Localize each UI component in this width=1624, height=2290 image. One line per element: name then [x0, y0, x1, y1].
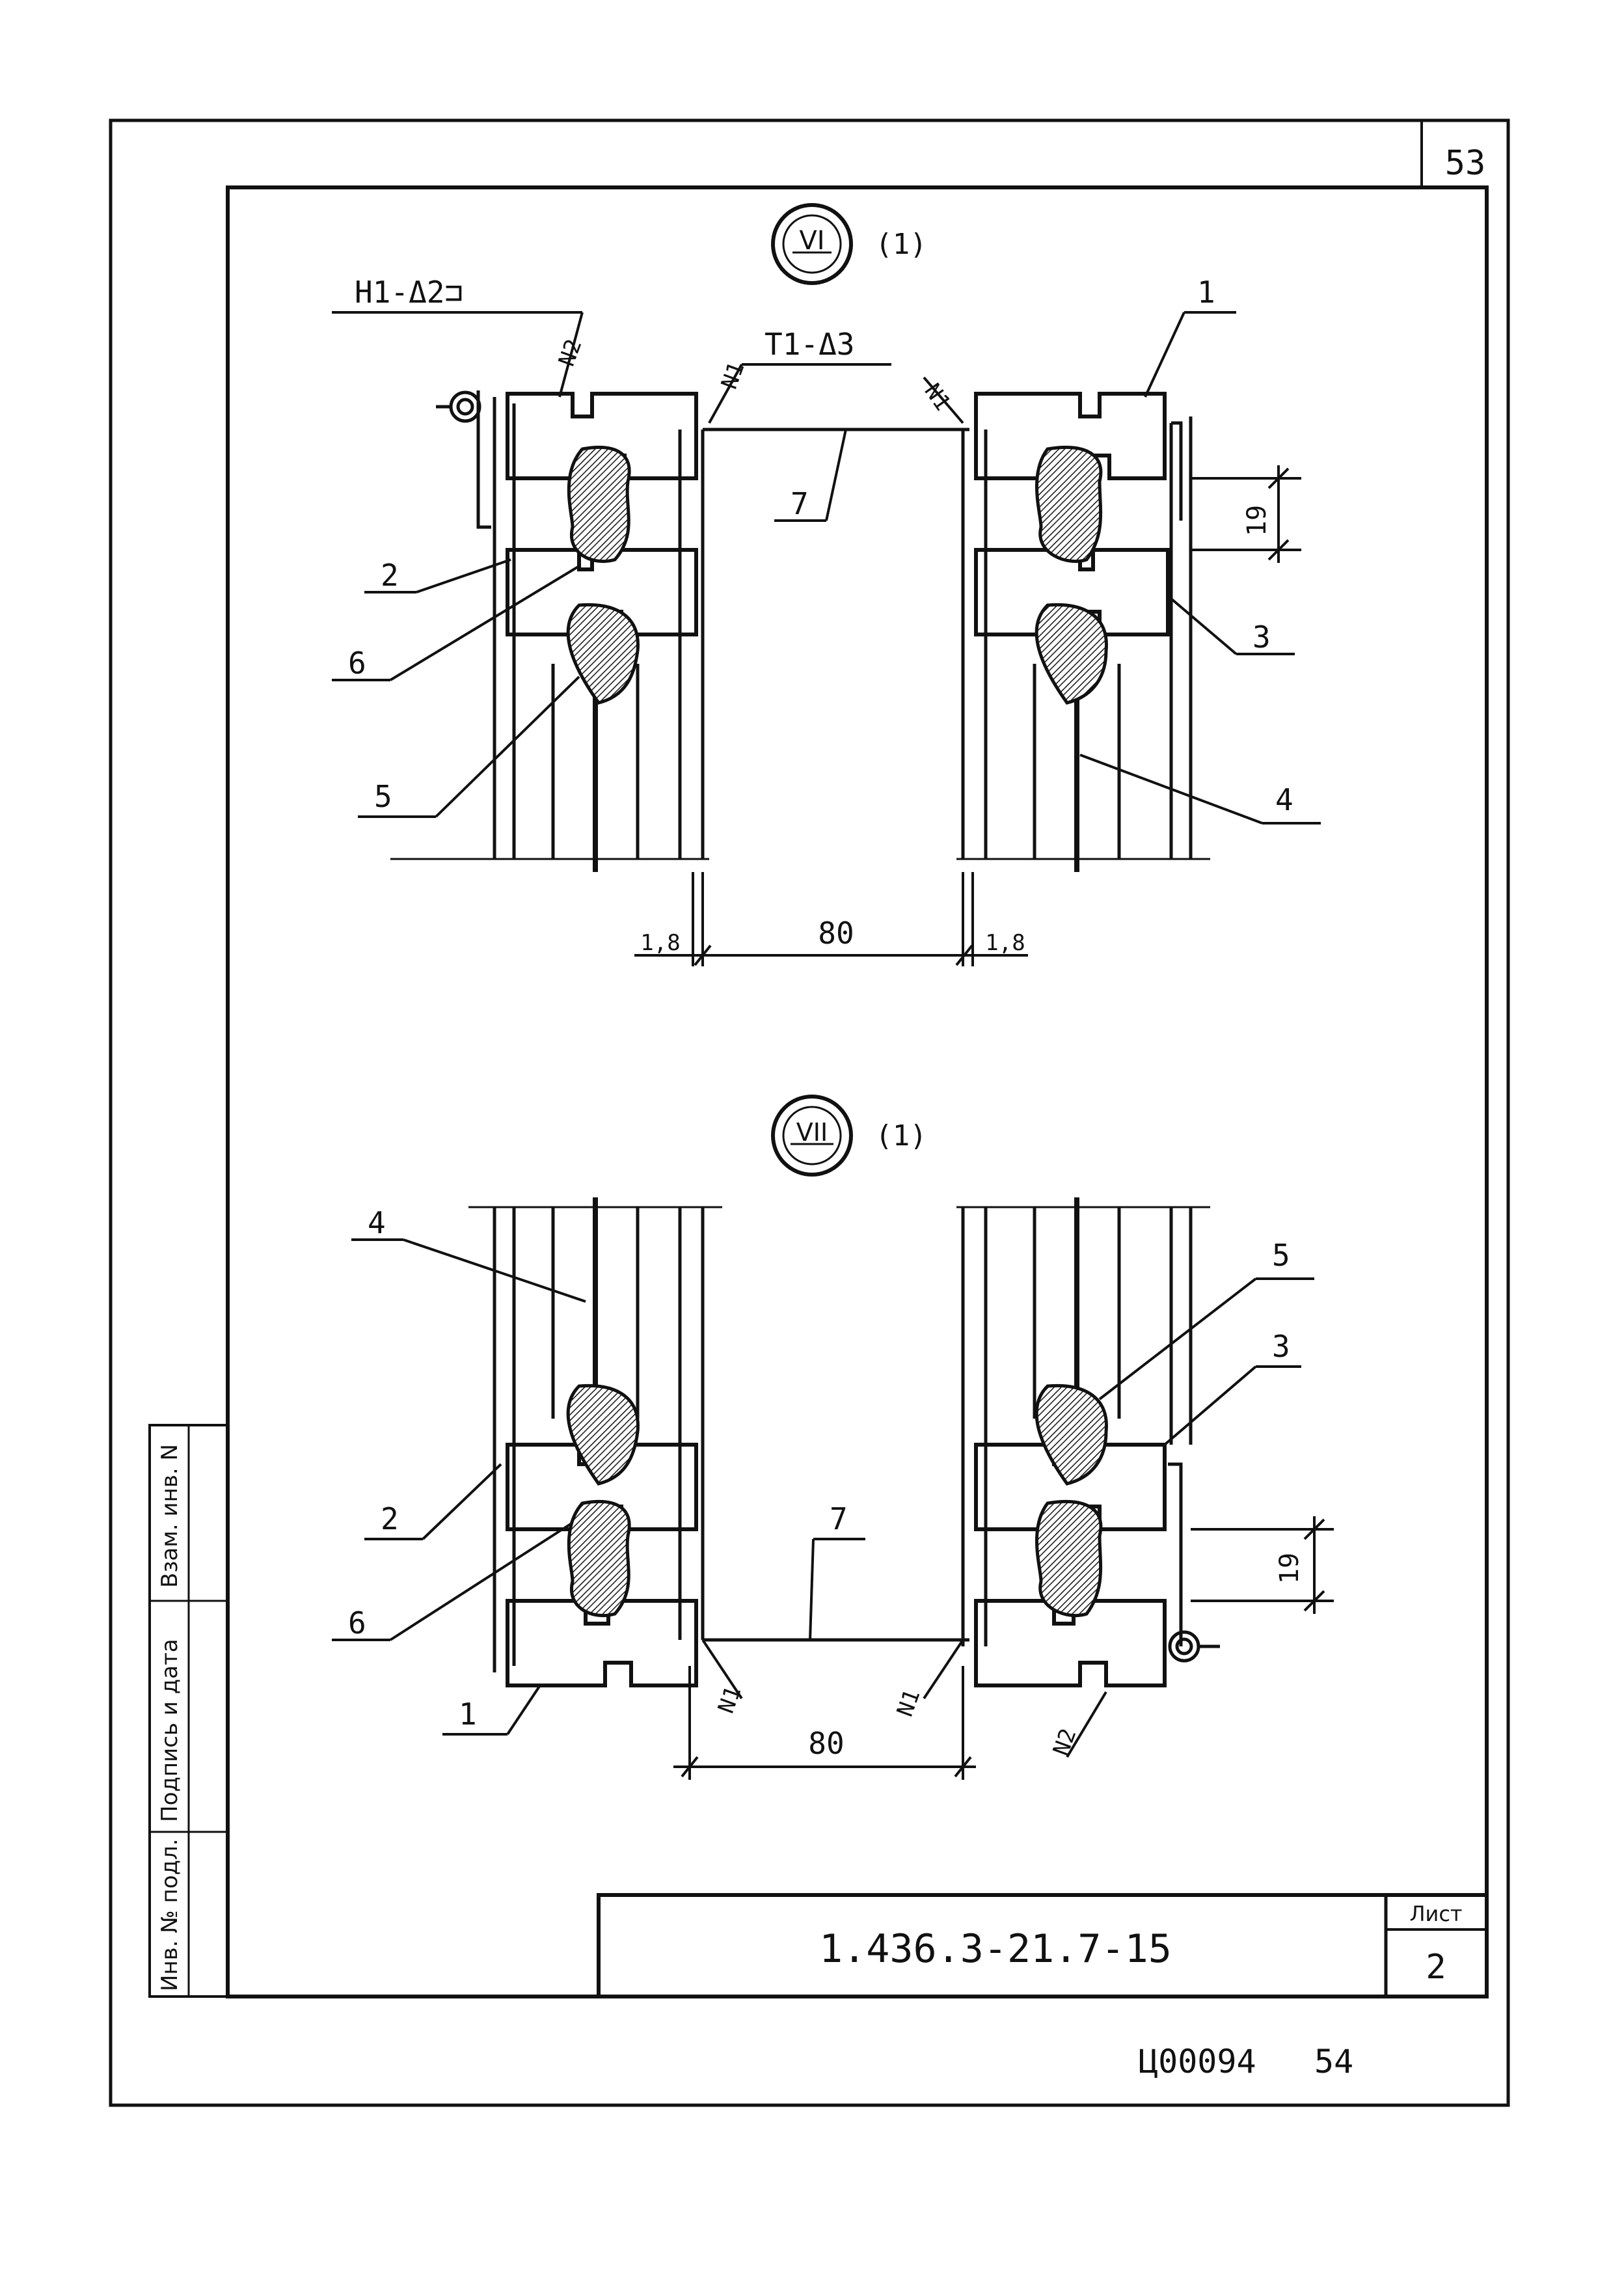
inner-frame: [226, 185, 1489, 1998]
dim-left-vi-label: 1,8: [640, 930, 680, 956]
stamp-sign-date: Подпись и дата: [157, 1639, 183, 1822]
callout-7-vii: 7: [830, 1501, 848, 1536]
callout-1-vii: 1: [459, 1697, 477, 1732]
callout-5-vii: 5: [1272, 1238, 1290, 1273]
detail-vii-ref: (1): [875, 1119, 927, 1152]
detail-vii-marker-inner: [782, 1106, 842, 1165]
callout-1-vi: 1: [1197, 275, 1215, 310]
dim-80-vi-label: 80: [818, 916, 854, 951]
callout-3-vi: 3: [1252, 620, 1271, 655]
weld-label-top-mid: Т1-Δ3: [765, 327, 854, 362]
dim-80-vi: [634, 872, 1028, 966]
page-number-box: 53: [1420, 120, 1486, 187]
detail-vii: VII (1): [332, 1095, 1334, 1780]
detail-vii-marker-label: VII: [796, 1118, 828, 1147]
detail-vii-marker-outer: [771, 1095, 853, 1177]
left-gasket-6: [567, 445, 631, 564]
weld-label-n1-vii-a: N1: [713, 1683, 747, 1717]
weld-label-n2-vi: N2: [554, 336, 588, 370]
weld-label-n2-vii: N2: [1048, 1725, 1082, 1759]
outer-frame: [109, 118, 1510, 2107]
dim-right-vi-label: 1,8: [985, 930, 1025, 956]
left-gasket-5-vii: [566, 1384, 640, 1486]
left-gasket-5: [566, 603, 640, 705]
dim-19-vii-label: 19: [1275, 1553, 1305, 1584]
dim-19-vi-label: 19: [1242, 505, 1272, 536]
dim-19-vi: [1191, 465, 1301, 563]
dim-80-vii: [673, 1666, 976, 1780]
stamp-replace-inv: Взам. инв. N: [157, 1444, 183, 1588]
left-gasket-6-vii: [567, 1499, 631, 1618]
dim-80-vii-label: 80: [808, 1726, 844, 1761]
callout-5-vi: 5: [374, 779, 392, 814]
left-frame-profile: [390, 390, 969, 872]
left-frame-profile-vii: [468, 1197, 969, 1687]
detail-vi-ref: (1): [875, 228, 927, 261]
callout-4-vi: 4: [1275, 782, 1293, 817]
stamp-inv-original: Инв. № подл.: [157, 1838, 183, 1991]
callout-3-vii: 3: [1272, 1329, 1290, 1364]
right-gasket-5: [1035, 603, 1108, 705]
archive-page: 54: [1314, 2043, 1353, 2080]
right-gasket-5-vii: [1035, 1384, 1108, 1486]
callout-2-vii: 2: [381, 1501, 399, 1536]
detail-vi: VI (1): [332, 203, 1321, 966]
detail-vi-marker-inner: [782, 214, 842, 274]
dim-19-vii: [1191, 1516, 1334, 1614]
detail-vi-marker-outer: [771, 203, 853, 285]
detail-vi-marker-label: VI: [799, 226, 824, 256]
callout-6-vii: 6: [348, 1605, 366, 1641]
weld-label-n1-vii-b: N1: [892, 1686, 926, 1720]
side-stamp: Взам. инв. N Подпись и дата Инв. № подл.: [148, 1424, 229, 1998]
right-gasket-6-vii: [1035, 1499, 1103, 1618]
drawing-code: 1.436.3-21.7-15: [819, 1926, 1172, 1972]
sheet-label: Лист: [1409, 1902, 1462, 1926]
callout-7-vi: 7: [791, 486, 809, 521]
sheet-number: 2: [1426, 1948, 1446, 1987]
callout-2-vi: 2: [381, 558, 399, 593]
callout-4-vii: 4: [368, 1205, 386, 1240]
page-number: 53: [1445, 144, 1486, 183]
weld-label-top-left: Н1-Δ2⊐: [355, 275, 463, 310]
callout-6-vi: 6: [348, 646, 366, 681]
archive-code: Ц00094: [1139, 2043, 1256, 2080]
right-gasket-6: [1035, 445, 1103, 564]
right-frame-profile-vii: [956, 1197, 1220, 1687]
title-block: 1.436.3-21.7-15 Лист 2: [597, 1893, 1489, 1998]
